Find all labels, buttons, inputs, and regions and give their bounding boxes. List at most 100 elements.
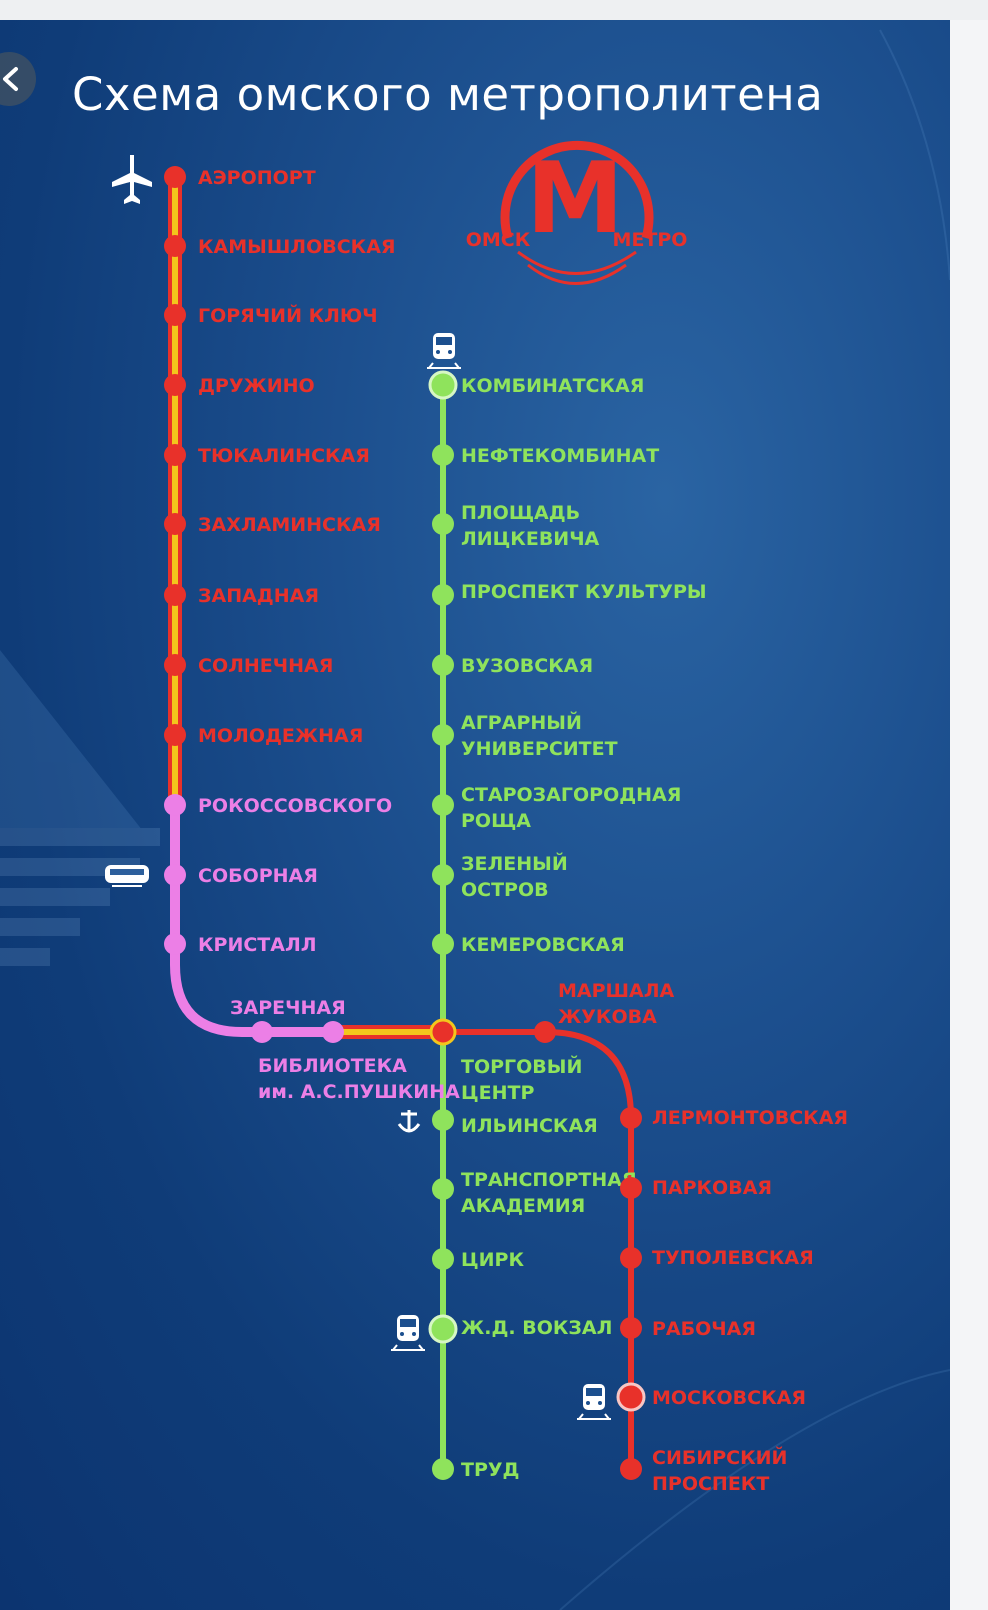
station-label-ploshchad-line1[interactable]: ПЛОЩАДЬ — [461, 502, 580, 524]
station-label-transport-line1[interactable]: ТРАНСПОРТНАЯ — [461, 1169, 637, 1191]
station-label-biblioteka-line1[interactable]: БИБЛИОТЕКА — [258, 1055, 407, 1077]
pink-line-track — [170, 805, 333, 1037]
omsk-metro-logo: М ОМСК МЕТРО — [466, 140, 688, 285]
station-label-sobornaya[interactable]: СОБОРНАЯ — [198, 865, 318, 887]
station-dot-biblioteka[interactable] — [322, 1021, 344, 1043]
station-dot-kombinatskaya[interactable] — [428, 370, 458, 400]
station-label-parkovaya[interactable]: ПАРКОВАЯ — [652, 1177, 772, 1199]
station-dot-zd-vokzal[interactable] — [428, 1314, 458, 1344]
station-label-goryachiy-klyuch[interactable]: ГОРЯЧИЙ КЛЮЧ — [198, 304, 378, 327]
station-label-tsirk[interactable]: ЦИРК — [461, 1249, 524, 1271]
station-dot-marshala-zhukova[interactable] — [534, 1021, 556, 1043]
station-dot-trud[interactable] — [432, 1458, 454, 1480]
station-dot-parkovaya[interactable] — [620, 1177, 642, 1199]
station-dot-rokossovskogo[interactable] — [164, 794, 186, 816]
station-dot-sibirsky-prospekt[interactable] — [620, 1458, 642, 1480]
station-dot-ploshchad-litskevicha[interactable] — [432, 513, 454, 535]
station-label-starozagorodnaya-line1[interactable]: СТАРОЗАГОРОДНАЯ — [461, 784, 681, 806]
station-label-starozagorodnaya-line2[interactable]: РОЩА — [461, 810, 531, 832]
station-dot-kristall[interactable] — [164, 933, 186, 955]
station-dot-molodezhnaya[interactable] — [164, 724, 186, 746]
station-label-biblioteka-line2[interactable]: им. А.С.ПУШКИНА — [258, 1081, 460, 1103]
station-dot-ilyinskaya[interactable] — [432, 1109, 454, 1131]
train-icon — [577, 1384, 611, 1420]
station-label-trud[interactable]: ТРУД — [461, 1459, 519, 1481]
station-label-solnechnaya[interactable]: СОЛНЕЧНАЯ — [198, 655, 333, 677]
station-label-rokossovskogo[interactable]: РОКОССОВСКОГО — [198, 795, 392, 817]
station-label-torgovy-line1[interactable]: ТОРГОВЫЙ — [461, 1055, 582, 1078]
station-label-agrarny-line2[interactable]: УНИВЕРСИТЕТ — [461, 738, 618, 760]
red-stations: МАРШАЛА ЖУКОВА ЛЕРМОНТОВСКАЯ ПАРКОВАЯ ТУ… — [429, 980, 848, 1495]
station-dot-goryachiy-klyuch[interactable] — [164, 304, 186, 326]
station-label-zd-vokzal[interactable]: Ж.Д. ВОКЗАЛ — [461, 1317, 612, 1339]
green-stations: КОМБИНАТСКАЯ НЕФТЕКОМБИНАТ ПЛОЩАДЬ ЛИЦКЕ… — [428, 370, 707, 1481]
station-label-agrarny-line1[interactable]: АГРАРНЫЙ — [461, 711, 582, 734]
station-label-ilyinskaya[interactable]: ИЛЬИНСКАЯ — [461, 1115, 598, 1137]
station-dot-tyukalinskaya[interactable] — [164, 444, 186, 466]
station-label-ploshchad-line2[interactable]: ЛИЦКЕВИЧА — [461, 528, 600, 550]
station-label-torgovy-line2[interactable]: ЦЕНТР — [461, 1082, 534, 1104]
station-label-neftekombinat[interactable]: НЕФТЕКОМБИНАТ — [461, 445, 659, 467]
airplane-icon — [112, 155, 152, 204]
station-label-tupolevskaya[interactable]: ТУПОЛЕВСКАЯ — [652, 1247, 814, 1269]
station-label-zeleny-line2[interactable]: ОСТРОВ — [461, 879, 549, 901]
station-dot-starozagorodnaya-roshcha[interactable] — [432, 794, 454, 816]
station-dot-zapadnaya[interactable] — [164, 584, 186, 606]
station-dot-aeroport[interactable] — [164, 166, 186, 188]
viewer-side-panel — [950, 20, 988, 1610]
station-dot-tupolevskaya[interactable] — [620, 1247, 642, 1269]
station-label-kamyshlovskaya[interactable]: КАМЫШЛОВСКАЯ — [198, 236, 396, 258]
logo-letter: М — [526, 142, 624, 256]
station-label-sibirsky-line2[interactable]: ПРОСПЕКТ — [652, 1473, 769, 1495]
metro-map: М ОМСК МЕТРО АЭРОПОРТ КАМЫШЛОВСКАЯ — [0, 20, 950, 1610]
station-label-zarechnaya[interactable]: ЗАРЕЧНАЯ — [230, 997, 346, 1019]
station-label-transport-line2[interactable]: АКАДЕМИЯ — [461, 1195, 585, 1217]
station-dot-zakhlaminskaya[interactable] — [164, 513, 186, 535]
station-dot-neftekombinat[interactable] — [432, 444, 454, 466]
station-dot-prospekt-kultury[interactable] — [432, 584, 454, 606]
station-dot-kemerovskaya[interactable] — [432, 933, 454, 955]
station-dot-zarechnaya[interactable] — [251, 1021, 273, 1043]
line-tracks — [168, 175, 634, 1470]
station-dot-tsirk[interactable] — [432, 1248, 454, 1270]
station-label-marshala-line2[interactable]: ЖУКОВА — [558, 1006, 657, 1028]
station-dot-druzhino[interactable] — [164, 374, 186, 396]
station-dot-vuzovskaya[interactable] — [432, 654, 454, 676]
station-label-aeroport[interactable]: АЭРОПОРТ — [198, 167, 316, 189]
logo-right-text: МЕТРО — [613, 229, 688, 251]
station-label-moskovskaya[interactable]: МОСКОВСКАЯ — [652, 1387, 806, 1409]
pink-stations: РОКОССОВСКОГО СОБОРНАЯ КРИСТАЛЛ ЗАРЕЧНАЯ… — [164, 794, 460, 1103]
station-label-zapadnaya[interactable]: ЗАПАДНАЯ — [198, 585, 319, 607]
train-icon — [391, 1315, 425, 1351]
station-dot-agrarny-universitet[interactable] — [432, 724, 454, 746]
station-label-druzhino[interactable]: ДРУЖИНО — [198, 375, 315, 397]
station-dot-solnechnaya[interactable] — [164, 654, 186, 676]
train-icon — [427, 333, 461, 369]
station-label-marshala-line1[interactable]: МАРШАЛА — [558, 980, 674, 1002]
metro-scheme: М ОМСК МЕТРО АЭРОПОРТ КАМЫШЛОВСКАЯ — [0, 29, 950, 1610]
station-dot-moskovskaya[interactable] — [616, 1382, 646, 1412]
station-label-kemerovskaya[interactable]: КЕМЕРОВСКАЯ — [461, 934, 625, 956]
logo-left-text: ОМСК — [466, 229, 531, 251]
station-label-rabochaya[interactable]: РАБОЧАЯ — [652, 1318, 756, 1340]
station-label-kristall[interactable]: КРИСТАЛЛ — [198, 934, 317, 956]
station-label-vuzovskaya[interactable]: ВУЗОВСКАЯ — [461, 655, 593, 677]
station-dot-transportnaya-akademiya[interactable] — [432, 1178, 454, 1200]
station-dot-zeleny-ostrov[interactable] — [432, 864, 454, 886]
station-dot-lermontovskaya[interactable] — [620, 1107, 642, 1129]
station-dot-torgovy-tsentr-hub[interactable] — [429, 1018, 457, 1046]
station-dot-sobornaya[interactable] — [164, 864, 186, 886]
map-title: Схема омского метрополитена — [72, 68, 824, 121]
station-label-sibirsky-line1[interactable]: СИБИРСКИЙ — [652, 1446, 787, 1469]
station-dot-rabochaya[interactable] — [620, 1317, 642, 1339]
station-dot-kamyshlovskaya[interactable] — [164, 235, 186, 257]
chevron-left-icon — [3, 67, 18, 91]
station-label-lermontovskaya[interactable]: ЛЕРМОНТОВСКАЯ — [652, 1107, 848, 1129]
anchor-icon — [397, 1110, 421, 1133]
station-label-molodezhnaya[interactable]: МОЛОДЕЖНАЯ — [198, 725, 363, 747]
station-label-tyukalinskaya[interactable]: ТЮКАЛИНСКАЯ — [198, 445, 370, 467]
station-label-zeleny-line1[interactable]: ЗЕЛЕНЫЙ — [461, 852, 568, 875]
station-label-zakhlaminskaya[interactable]: ЗАХЛАМИНСКАЯ — [198, 514, 381, 536]
station-label-kombinatskaya[interactable]: КОМБИНАТСКАЯ — [461, 375, 644, 397]
station-label-prospekt-kultury[interactable]: ПРОСПЕКТ КУЛЬТУРЫ — [461, 581, 707, 603]
